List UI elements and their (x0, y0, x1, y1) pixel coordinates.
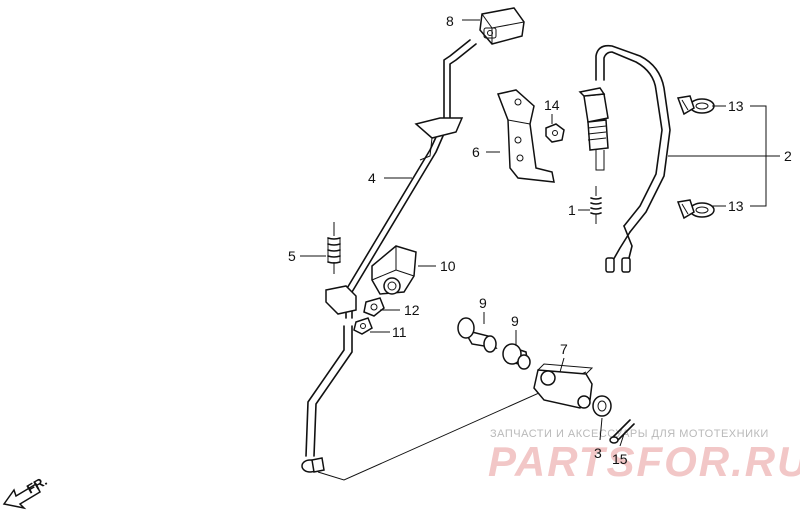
part-4-rod (325, 39, 477, 319)
callout-5: 5 (288, 248, 296, 264)
part-9-bushing-b (502, 343, 531, 370)
watermark: ЗАПЧАСТИ И АКСЕССУАРЫ ДЛЯ МОТОТЕХНИКИ PA… (488, 428, 800, 485)
callout-9-b: 9 (511, 313, 519, 329)
callout-7: 7 (560, 341, 568, 357)
lower-rod (301, 325, 587, 481)
callout-6: 6 (472, 144, 480, 160)
callout-3: 3 (594, 445, 602, 461)
callout-9-a: 9 (479, 295, 487, 311)
part-5-spring (327, 222, 341, 274)
part-7-lever (533, 363, 594, 409)
part-11-clip (353, 317, 373, 335)
part-3-collar (592, 395, 612, 417)
watermark-tagline: ЗАПЧАСТИ И АКСЕССУАРЫ ДЛЯ МОТОТЕХНИКИ (490, 428, 769, 440)
arrow-icon (2, 482, 41, 510)
part-15-pin (609, 419, 635, 444)
callout-14: 14 (544, 97, 560, 113)
front-direction-indicator: FR. (2, 473, 50, 510)
callout-13-top: 13 (728, 98, 744, 114)
callout-2: 2 (784, 148, 792, 164)
leader-lines (300, 19, 780, 447)
callout-12: 12 (404, 302, 420, 318)
callout-8: 8 (446, 13, 454, 29)
callout-10: 10 (440, 258, 456, 274)
part-6-bracket (496, 89, 555, 183)
callouts: 8 4 5 6 10 12 11 9 9 7 14 1 3 15 13 13 2 (288, 13, 792, 467)
callout-15: 15 (612, 451, 628, 467)
callout-1: 1 (568, 202, 576, 218)
callout-13-bottom: 13 (728, 198, 744, 214)
part-14-nut (545, 123, 565, 143)
part-10-bracket (371, 245, 417, 295)
part-2-switch (578, 44, 671, 273)
part-13-clamp-bottom (676, 199, 715, 220)
part-8-holder (479, 7, 525, 45)
callout-11: 11 (392, 324, 407, 340)
watermark-brand: PARTSFOR.RU (488, 438, 800, 485)
part-1-spring (590, 186, 602, 224)
part-12-clip (363, 297, 385, 317)
part-9-bushing-a (457, 317, 498, 353)
callout-4: 4 (368, 170, 376, 186)
part-13-clamp-top (676, 95, 715, 116)
